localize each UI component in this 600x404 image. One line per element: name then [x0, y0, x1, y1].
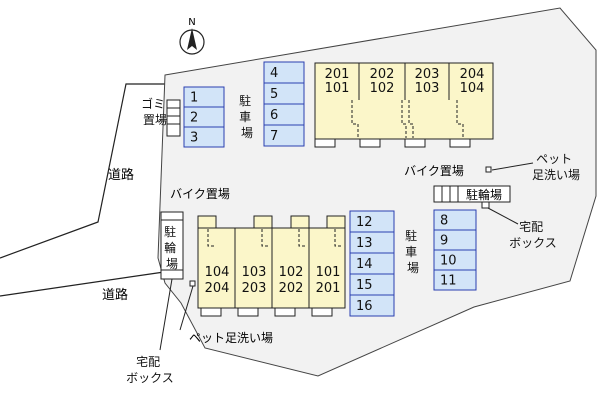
delivery-box-left-label: 宅配 ボックス	[126, 354, 174, 385]
parking-space-number: 6	[270, 108, 278, 123]
parking-space-number: 11	[440, 273, 457, 288]
garbage-area	[166, 99, 181, 137]
unit-number: 104	[205, 265, 230, 280]
parking-space-number: 2	[190, 110, 198, 125]
unit-number: 101	[316, 265, 341, 280]
road-label-lower: 道路	[102, 287, 128, 303]
parking-space-number: 1	[190, 90, 198, 105]
bike-parking-left-label: バイク置場	[170, 187, 230, 201]
parking-lot-c: 8 9 10 11	[433, 209, 477, 291]
unit-number: 103	[415, 81, 440, 96]
parking-lot-b: 4 5 6 7	[263, 61, 305, 147]
delivery-box-right-label: 宅配 ボックス	[509, 219, 557, 250]
parking-space-number: 15	[356, 278, 373, 293]
unit-number: 204	[205, 281, 230, 296]
parking-space-number: 9	[440, 233, 448, 248]
unit-number: 201	[316, 281, 341, 296]
parking-lot-a: 1 2 3	[183, 86, 225, 148]
parking-space	[183, 126, 225, 148]
parking-space-number: 4	[270, 66, 278, 81]
parking-space-number: 16	[356, 299, 373, 314]
parking-label-top: 駐 車 場	[239, 93, 255, 140]
garbage-area-label: ゴミ 置場	[141, 96, 169, 127]
bicycle-parking-left-label: 駐 輪 場	[164, 224, 180, 271]
unit-number: 203	[242, 281, 267, 296]
pet-wash-marker-bottom	[189, 280, 196, 287]
parking-space-number: 10	[440, 253, 457, 268]
parking-label-right: 駐 車 場	[405, 228, 421, 275]
unit-number: 202	[279, 281, 304, 296]
parking-lot-d: 12 13 14 15 16	[349, 210, 395, 317]
pet-wash-bottom-label: ペット足洗い場	[189, 331, 273, 345]
unit-number: 201	[325, 67, 350, 82]
bicycle-parking-right: 駐輪場	[433, 185, 511, 203]
parking-space-number: 14	[356, 257, 373, 272]
unit-number: 202	[370, 67, 395, 82]
parking-space-number: 13	[356, 236, 373, 251]
parking-space	[263, 124, 305, 147]
parking-space	[433, 269, 477, 291]
unit-number: 103	[242, 265, 267, 280]
unit-number: 101	[325, 81, 350, 96]
unit-number: 102	[279, 265, 304, 280]
road-label-upper: 道路	[108, 167, 134, 183]
unit-number: 204	[460, 67, 485, 82]
north-label: N	[188, 17, 195, 28]
north-arrow-icon: N	[179, 17, 205, 55]
pet-wash-marker-top	[485, 166, 492, 173]
pet-wash-top-label: ペット 足洗い場	[532, 152, 580, 182]
delivery-box-right	[481, 201, 490, 209]
unit-number: 104	[460, 81, 485, 96]
bicycle-parking-left: 駐 輪 場	[160, 211, 184, 280]
unit-number: 102	[370, 81, 395, 96]
parking-space-number: 12	[356, 215, 373, 230]
bike-parking-top-label: バイク置場	[404, 164, 464, 178]
parking-space-number: 8	[440, 213, 448, 228]
bicycle-parking-right-label: 駐輪場	[466, 187, 502, 202]
parking-space-number: 7	[270, 129, 278, 144]
parking-space	[349, 294, 395, 317]
unit-number: 203	[415, 67, 440, 82]
parking-space-number: 3	[190, 130, 198, 145]
parking-space-number: 5	[270, 87, 278, 102]
